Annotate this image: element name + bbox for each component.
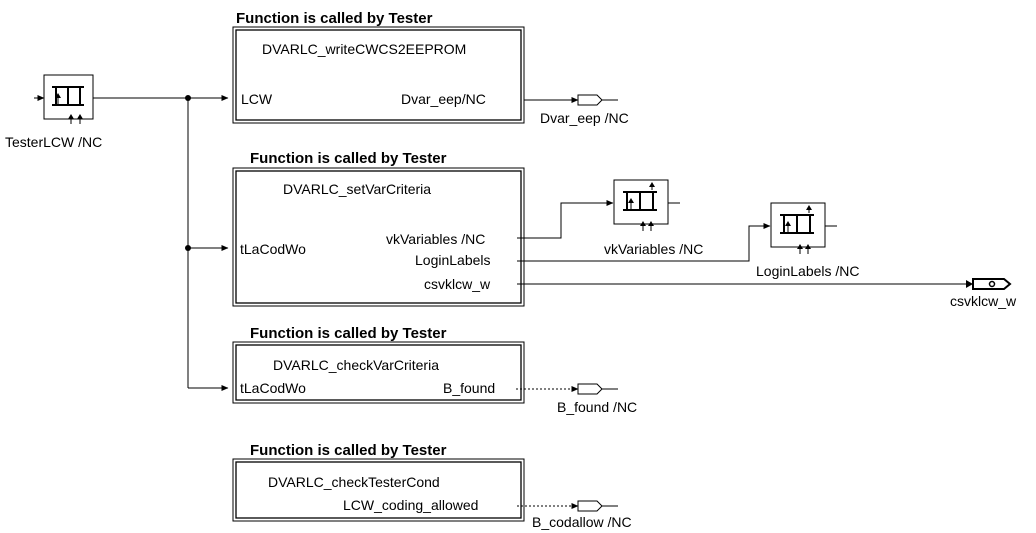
- block-2-name: DVARLC_setVarCriteria: [283, 181, 431, 197]
- block-3-header: Function is called by Tester: [250, 325, 447, 342]
- loginlabels-label: LoginLabels /NC: [756, 263, 860, 279]
- message-block-icon: [52, 86, 84, 124]
- block-3-output-b-found: B_found: [443, 380, 495, 396]
- block-1-output-dvar-eep: Dvar_eep/NC: [401, 91, 486, 107]
- block-2-header: Function is called by Tester: [250, 150, 447, 167]
- block-3-name: DVARLC_checkVarCriteria: [273, 357, 439, 373]
- block-1-input-lcw: LCW: [241, 91, 273, 107]
- block-1-name: DVARLC_writeCWCS2EEPROM: [262, 41, 466, 57]
- b-found-label: B_found /NC: [557, 399, 637, 415]
- block-4-output-lcw-coding-allowed: LCW_coding_allowed: [343, 497, 478, 513]
- function-block-write-cwcs2eeprom[interactable]: Function is called by Tester DVARLC_writ…: [232, 10, 525, 124]
- block-2-output-vkvariables: vkVariables /NC: [386, 231, 485, 247]
- block-1-header: Function is called by Tester: [236, 10, 433, 27]
- csvklcw-label: csvklcw_w: [950, 293, 1017, 309]
- block-2-output-loginlabels: LoginLabels: [415, 252, 491, 268]
- csvklcw-message[interactable]: csvklcw_w: [517, 278, 1017, 309]
- vkvariables-label: vkVariables /NC: [604, 241, 703, 257]
- loginlabels-message[interactable]: LoginLabels /NC: [517, 202, 860, 279]
- dvar-eep-message[interactable]: Dvar_eep /NC: [524, 94, 629, 126]
- tester-lcw-label: TesterLCW /NC: [5, 134, 102, 150]
- tester-lcw-message[interactable]: TesterLCW /NC: [5, 74, 102, 150]
- dvar-eep-label: Dvar_eep /NC: [540, 110, 629, 126]
- message-block-icon: [623, 182, 657, 231]
- block-4-header: Function is called by Tester: [250, 442, 447, 459]
- function-block-check-var-criteria[interactable]: Function is called by Tester DVARLC_chec…: [232, 325, 525, 404]
- b-codallow-label: B_codallow /NC: [532, 514, 632, 530]
- function-block-check-tester-cond[interactable]: Function is called by Tester DVARLC_chec…: [232, 442, 525, 522]
- function-block-set-var-criteria[interactable]: Function is called by Tester DVARLC_setV…: [232, 150, 525, 307]
- block-3-input-tlacodwo: tLaCodWo: [240, 380, 306, 396]
- input-wiring: [93, 94, 229, 392]
- block-4-name: DVARLC_checkTesterCond: [268, 474, 440, 490]
- block-2-input-tlacodwo: tLaCodWo: [240, 241, 306, 257]
- block-2-output-csvklcw: csvklcw_w: [424, 276, 491, 292]
- b-found-message[interactable]: B_found /NC: [516, 383, 637, 415]
- message-block-icon: [780, 205, 814, 254]
- b-codallow-message[interactable]: B_codallow /NC: [517, 500, 632, 530]
- vkvariables-message[interactable]: vkVariables /NC: [517, 179, 703, 257]
